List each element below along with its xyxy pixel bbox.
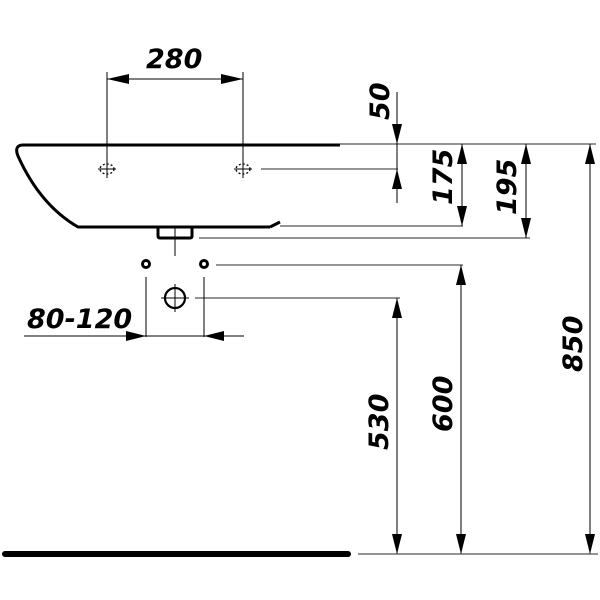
dimension-195: 195 (492, 144, 531, 238)
dimension-530: 530 (364, 298, 402, 554)
dimension-label-280: 280 (146, 44, 202, 75)
dimension-80-120: 80-120 (24, 277, 244, 341)
dimension-label-195: 195 (492, 159, 523, 215)
waste-outlet (161, 284, 189, 312)
dimension-175: 175 (428, 144, 467, 226)
dimension-850: 850 (558, 144, 595, 554)
basin-right-edge (269, 220, 281, 229)
dimension-label-50: 50 (365, 82, 396, 120)
dimension-label-530: 530 (364, 394, 395, 450)
washbasin-outline (15, 143, 340, 240)
dimension-280: 280 (106, 44, 244, 160)
dimension-label-175: 175 (428, 149, 459, 205)
dimension-label-850: 850 (558, 316, 589, 372)
dimension-50: 50 (365, 82, 402, 203)
mounting-bolt-left (141, 259, 151, 269)
mounting-bolt-right (199, 259, 209, 269)
dimension-600: 600 (428, 265, 466, 554)
dimension-label-80-120: 80-120 (27, 304, 132, 335)
tap-hole-left (98, 160, 116, 178)
tap-hole-right (234, 160, 252, 178)
dimension-label-600: 600 (428, 376, 459, 432)
